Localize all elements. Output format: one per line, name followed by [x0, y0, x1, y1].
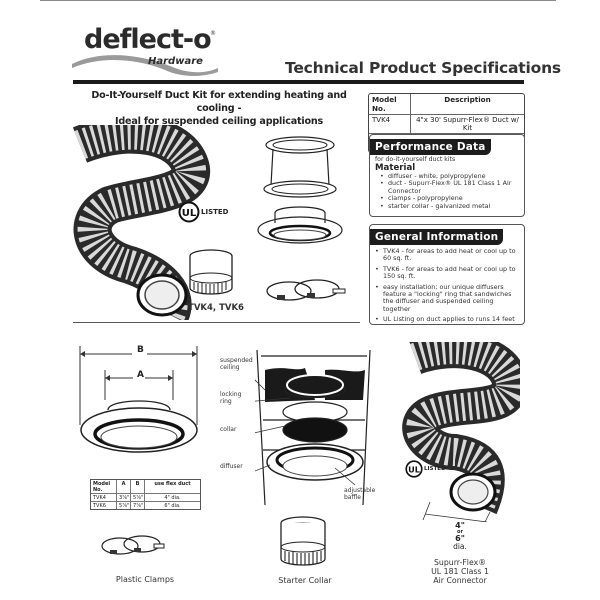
- list-item: clamps - polypropylene: [380, 194, 520, 203]
- list-item: TVK6 - for areas to add heat or cool up …: [375, 265, 520, 281]
- table-row: TVK6 5⅞" 7⅞" 6" dia.: [91, 501, 200, 509]
- logo-swoosh-icon: [72, 55, 218, 76]
- table-header-row: Model No. Description: [369, 94, 524, 114]
- label-suspended-ceiling: suspended ceiling: [220, 357, 253, 371]
- svg-text:UL: UL: [408, 464, 420, 474]
- cell-model: TVK4: [369, 115, 411, 133]
- cell-model: TVK4: [91, 494, 117, 501]
- duct-size-label: 4" or 6" dia.: [440, 522, 480, 551]
- label-locking-ring: locking ring: [220, 391, 242, 405]
- duct-caption-line-2: UL 181 Class 1: [431, 567, 489, 576]
- brand-subtitle: Hardware: [148, 56, 203, 67]
- cell-description: 4"x 30' Supurr-Flex® Duct w/ Kit: [416, 116, 519, 132]
- plastic-clamps-illustration: [101, 535, 165, 555]
- duct-caption-line-1: Supurr-Flex®: [433, 558, 487, 567]
- starter-collar-illustration: [189, 249, 233, 295]
- product-subtitle: Do-It-Yourself Duct Kit for extending he…: [74, 89, 364, 128]
- table-header-row: Model No. A B use flex duct: [91, 480, 200, 493]
- duct-caption: Supurr-Flex® UL 181 Class 1 Air Connecto…: [420, 558, 500, 585]
- list-item: diffuser - white, polypropylene: [380, 172, 520, 181]
- list-item: TVK4 - for areas to add heat or cool up …: [375, 247, 520, 263]
- material-heading: Material: [375, 163, 416, 173]
- duct-size-unit: dia.: [453, 542, 467, 551]
- installation-diagram: [255, 350, 371, 505]
- plastic-clamps-caption: Plastic Clamps: [115, 575, 175, 584]
- page-title: Technical Product Specifications: [285, 59, 561, 77]
- general-list: TVK4 - for areas to add heat or cool up …: [370, 245, 524, 324]
- header-model-no: Model No.: [91, 480, 117, 493]
- performance-subheading: for do-it-yourself duct kits: [375, 156, 456, 163]
- duct-size-6: 6": [455, 534, 465, 543]
- general-information-box: General Information TVK4 - for areas to …: [369, 224, 525, 325]
- deflect-o-logo: deflect-o ® Hardware: [70, 24, 220, 78]
- label-collar: collar: [220, 426, 237, 433]
- cell-model: TVK6: [91, 502, 117, 509]
- starter-collar-caption: Starter Collar: [278, 576, 332, 585]
- subtitle-line-1: Do-It-Yourself Duct Kit for extending he…: [91, 90, 347, 114]
- svg-text:UL: UL: [182, 208, 197, 219]
- page-top-border: [40, 0, 556, 1]
- header-model-no: Model No.: [369, 94, 411, 114]
- ul-listed-text: LISTED: [424, 466, 446, 472]
- duct-size-or: or: [457, 529, 463, 535]
- subtitle-line-2: Ideal for suspended ceiling applications: [115, 116, 323, 127]
- header-divider: [73, 80, 524, 84]
- cell-a: 3⅞": [119, 494, 131, 501]
- label-diffuser: diffuser: [220, 463, 243, 470]
- brand-name: deflect-o: [84, 24, 212, 55]
- registered-mark: ®: [210, 30, 216, 37]
- flex-duct-illustration: [72, 125, 210, 320]
- ul-listed-text: LISTED: [201, 208, 229, 216]
- diffuser-exploded-illustration: [257, 136, 343, 244]
- material-list: diffuser - white, polypropylene duct - S…: [370, 172, 524, 211]
- cell-a: 5⅞": [119, 502, 131, 509]
- duct-ul-listed-badge: UL LISTED: [405, 460, 446, 478]
- kit-caption: TVK4, TVK6: [188, 303, 244, 313]
- ul-listed-badge: UL LISTED: [178, 201, 228, 223]
- clamps-illustration: [266, 279, 346, 301]
- list-item: UL Listing on duct applies to runs 14 fe…: [375, 316, 520, 324]
- header-a: A: [117, 480, 131, 493]
- dimension-b-label: B: [137, 345, 144, 355]
- duct-caption-line-3: Air Connector: [433, 576, 487, 585]
- list-item: duct - Supurr-Flex® UL 181 Class 1 Air C…: [380, 180, 520, 195]
- dimension-table: Model No. A B use flex duct TVK4 3⅞" 5⅞"…: [90, 479, 201, 510]
- cell-b: 7⅞": [133, 502, 145, 509]
- header-description: Description: [444, 95, 491, 104]
- duct-size-4: 4": [455, 521, 465, 530]
- starter-collar-bottom-illustration: [280, 516, 326, 566]
- list-item: starter collar - galvanized metal: [380, 202, 520, 211]
- table-row: TVK4 4"x 30' Supurr-Flex® Duct w/ Kit: [369, 114, 524, 133]
- diffuser-dimension-diagram: [79, 346, 198, 453]
- cell-b: 5⅞": [133, 494, 145, 501]
- ul-logo-icon: UL: [178, 201, 200, 223]
- ul-logo-icon: UL: [405, 460, 423, 478]
- cell-duct: 6" dia.: [164, 502, 181, 509]
- cell-duct: 4" dia.: [164, 494, 181, 501]
- general-heading: General Information: [370, 229, 504, 245]
- list-item: easy installation; our unique diffusers …: [375, 283, 520, 314]
- performance-heading: Performance Data: [370, 139, 491, 155]
- supurr-flex-duct-illustration: [402, 342, 520, 522]
- table-row: TVK4 3⅞" 5⅞" 4" dia.: [91, 493, 200, 501]
- header-b: B: [131, 480, 145, 493]
- label-adjustable-baffle: adjustable baffle: [344, 487, 376, 501]
- performance-data-box: Performance Data for do-it-yourself duct…: [369, 134, 525, 217]
- header-flex-duct: use flex duct: [154, 480, 191, 487]
- section-divider: [73, 322, 360, 323]
- dimension-a-label: A: [137, 370, 144, 380]
